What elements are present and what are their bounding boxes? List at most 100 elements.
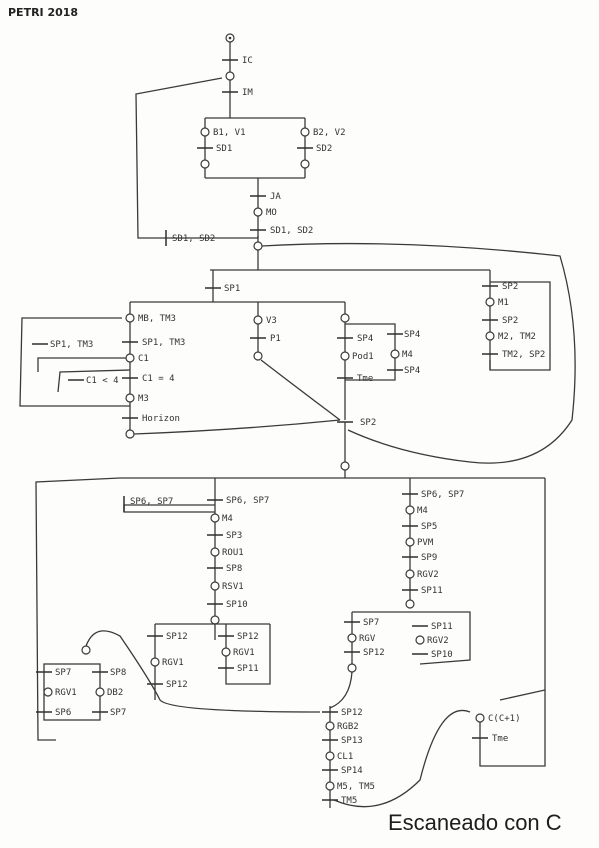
label-sp2-b: SP2	[502, 316, 518, 326]
label-sp8: SP8	[226, 564, 242, 574]
place-right-start	[340, 313, 350, 323]
place-center-end	[253, 351, 263, 361]
label-m4l: M4	[222, 514, 233, 524]
label-sd1sd2: SD1, SD2	[270, 226, 313, 236]
place-rgv2	[405, 569, 415, 579]
curve-to-counter	[333, 709, 471, 808]
loop-c1-lt4	[57, 369, 131, 393]
label-sd1: SD1	[216, 144, 232, 154]
label-sp4-b: SP4	[404, 330, 420, 340]
outer-left-loop	[35, 477, 121, 741]
header-text: PETRI 2018	[8, 6, 78, 19]
label-sp7-a: SP7	[55, 668, 71, 678]
label-tme: Tme	[357, 374, 373, 384]
label-sp14: SP14	[341, 766, 363, 776]
label-sp12-a: SP12	[166, 632, 188, 642]
place-m3	[125, 393, 135, 403]
place-m4	[390, 349, 400, 359]
place-m5-tm5	[325, 781, 335, 791]
place-left-col-end	[210, 615, 220, 625]
loop-back-arc	[135, 77, 259, 239]
place-m4r	[405, 505, 415, 515]
label-sp10-b: SP10	[431, 650, 453, 660]
outer-right-link	[499, 478, 546, 701]
place-pod1	[340, 351, 350, 361]
label-sp6: SP6	[55, 708, 71, 718]
label-ic: IC	[242, 56, 253, 66]
place-mid-right-end	[347, 663, 357, 673]
label-sp12-e: SP12	[341, 708, 363, 718]
label-m3: M3	[138, 394, 149, 404]
place-rgv	[347, 633, 357, 643]
label-mb-tm3: MB, TM3	[138, 314, 176, 324]
place-rgv1-c	[43, 687, 53, 697]
return-arc-right	[261, 242, 576, 464]
place-m4l	[210, 513, 220, 523]
label-db2: DB2	[107, 688, 123, 698]
place-curve-top	[81, 645, 91, 655]
label-counter: C(C+1)	[488, 714, 521, 724]
label-loop: SD1, SD2	[172, 234, 215, 244]
label-sp6-sp7-b: SP6, SP7	[226, 496, 269, 506]
place-b2v2	[300, 127, 310, 137]
place-pvm	[405, 537, 415, 547]
label-rgv2-b: RGV2	[427, 636, 449, 646]
label-sp10-a: SP10	[226, 600, 248, 610]
place-rgb2	[325, 721, 335, 731]
label-sp2-mid: SP2	[360, 418, 376, 428]
label-p1: P1	[270, 334, 281, 344]
arc-center-to-join	[260, 359, 341, 421]
label-horizon: Horizon	[142, 414, 180, 424]
label-tme-2: Tme	[492, 734, 508, 744]
place-after-ic	[225, 71, 235, 81]
place-b1v1	[200, 127, 210, 137]
label-b2v2: B2, V2	[313, 128, 346, 138]
place-cl1	[325, 751, 335, 761]
initial-token	[228, 36, 232, 40]
label-pvm: PVM	[417, 538, 434, 548]
place-counter	[475, 713, 485, 723]
label-sp1-tm3: SP1, TM3	[142, 338, 185, 348]
label-sp1-top: SP1	[224, 284, 240, 294]
label-m4: M4	[402, 350, 413, 360]
label-rsv1: RSV1	[222, 582, 244, 592]
label-sp9: SP9	[421, 553, 437, 563]
place-m1	[485, 297, 495, 307]
label-m5-tm5: M5, TM5	[337, 782, 375, 792]
place-v3	[253, 315, 263, 325]
loop-left-inner	[37, 357, 130, 372]
place-rgv1-a	[150, 657, 160, 667]
label-sp6-sp7-a: SP6, SP7	[130, 497, 173, 507]
right-sub-frame	[352, 611, 471, 665]
label-tm5: TM5	[341, 796, 357, 806]
place-left-end	[200, 159, 210, 169]
place-m2-tm2	[485, 331, 495, 341]
label-m1: M1	[498, 298, 509, 308]
arc-left-to-join	[133, 419, 341, 435]
label-b1v1: B1, V1	[213, 128, 246, 138]
place-mb-tm3	[125, 313, 135, 323]
label-sp4-a: SP4	[357, 334, 373, 344]
arc-to-bottom-spine	[329, 671, 353, 709]
place-mo	[253, 207, 263, 217]
label-sp12-b: SP12	[237, 632, 259, 642]
label-sp12-c: SP12	[166, 680, 188, 690]
label-c1-eq4: C1 = 4	[142, 374, 175, 384]
lower-section: SP6, SP7 SP6, SP7 M4 SP3 ROU1 SP8 RSV1 S…	[35, 477, 546, 808]
label-sp8-b: SP8	[110, 668, 126, 678]
label-sp11-b: SP11	[237, 664, 259, 674]
place-db2	[95, 687, 105, 697]
curve-to-merge	[85, 630, 321, 713]
counter-loop-frame	[479, 690, 546, 767]
label-sp13: SP13	[341, 736, 363, 746]
loop-far-right	[489, 281, 551, 371]
label-sp6-sp7-c: SP6, SP7	[421, 490, 464, 500]
label-rgv1-c: RGV1	[55, 688, 77, 698]
top-section: IC IM B1, V1 SD1 B2, V2 SD2 JA MO SD1, S…	[135, 33, 576, 464]
place-merge-1	[253, 241, 263, 251]
label-sp3: SP3	[226, 531, 242, 541]
place-right-col-end	[405, 599, 415, 609]
label-mo: MO	[266, 208, 277, 218]
label-rgv1-b: RGV1	[233, 648, 255, 658]
